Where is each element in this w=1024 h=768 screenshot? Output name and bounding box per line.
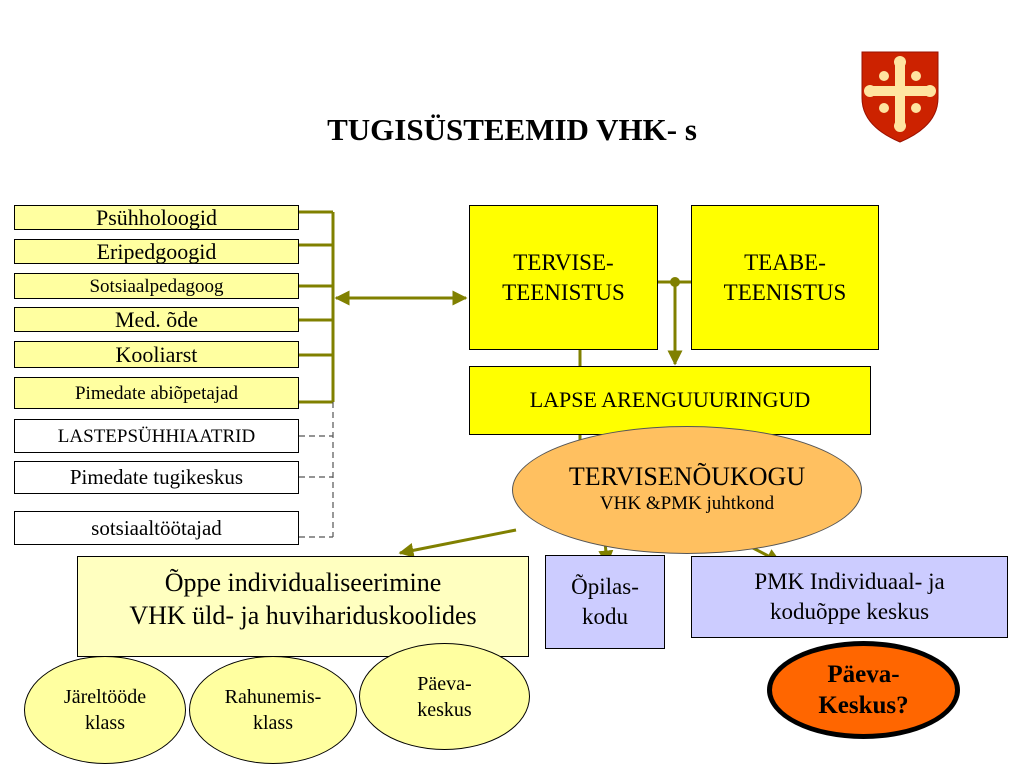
opilaskodu-box: Õpilas-kodu [545,555,665,649]
left-box-psyhholoogid: Psühholoogid [14,205,299,230]
paevakeskus-ellipse: Päeva-keskus [359,643,530,750]
left-box-lastepsyhhiaatrid: LASTEPSÜHHIAATRID [14,419,299,453]
left-box-sotsiaalpedagoog: Sotsiaalpedagoog [14,273,299,299]
left-box-sotsiaaltootajad: sotsiaaltöötajad [14,511,299,545]
rahunemis-klass-ellipse: Rahunemis-klass [189,656,357,764]
left-box-pimedate-abiopetajad: Pimedate abiõpetajad [14,377,299,409]
junction-dot [670,277,680,287]
paeva-keskus-question-ellipse: Päeva-Keskus? [767,641,960,739]
left-box-eripedagoogid: Eripedgoogid [14,239,299,264]
tervise-teenistus-box: TERVISE-TEENISTUS [469,205,658,350]
cross-crest-icon [861,51,939,143]
lapse-arenguuuringud-box: LAPSE ARENGUUURINGUD [469,366,871,435]
left-box-kooliarst: Kooliarst [14,341,299,368]
page-title: TUGISÜSTEEMID VHK- s [327,112,697,147]
teabe-teenistus-box: TEABE-TEENISTUS [691,205,879,350]
left-box-pimedate-tugikeskus: Pimedate tugikeskus [14,461,299,494]
tervisenoukogu-ellipse: TERVISENÕUKOGU VHK &PMK juhtkond [512,426,862,554]
noukogu-to-oppe [398,528,517,558]
left-box-med-ode: Med. õde [14,307,299,332]
oppe-individualiseerimine-box: Õppe individualiseerimine VHK üld- ja hu… [77,556,529,657]
